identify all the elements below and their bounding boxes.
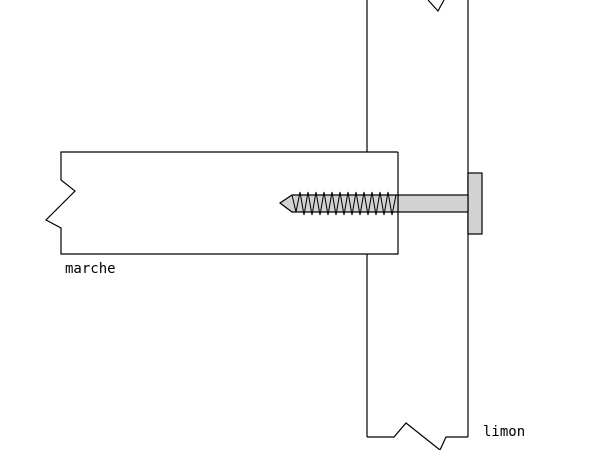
marche-outline xyxy=(45,151,399,255)
limon-label: limon xyxy=(483,424,526,440)
marche-label: marche xyxy=(65,261,116,277)
screw-thread xyxy=(291,191,397,216)
screw-head xyxy=(467,172,483,235)
screw-shank xyxy=(397,194,469,213)
limon-top-break xyxy=(427,0,445,13)
limon-bottom-break xyxy=(367,422,468,450)
